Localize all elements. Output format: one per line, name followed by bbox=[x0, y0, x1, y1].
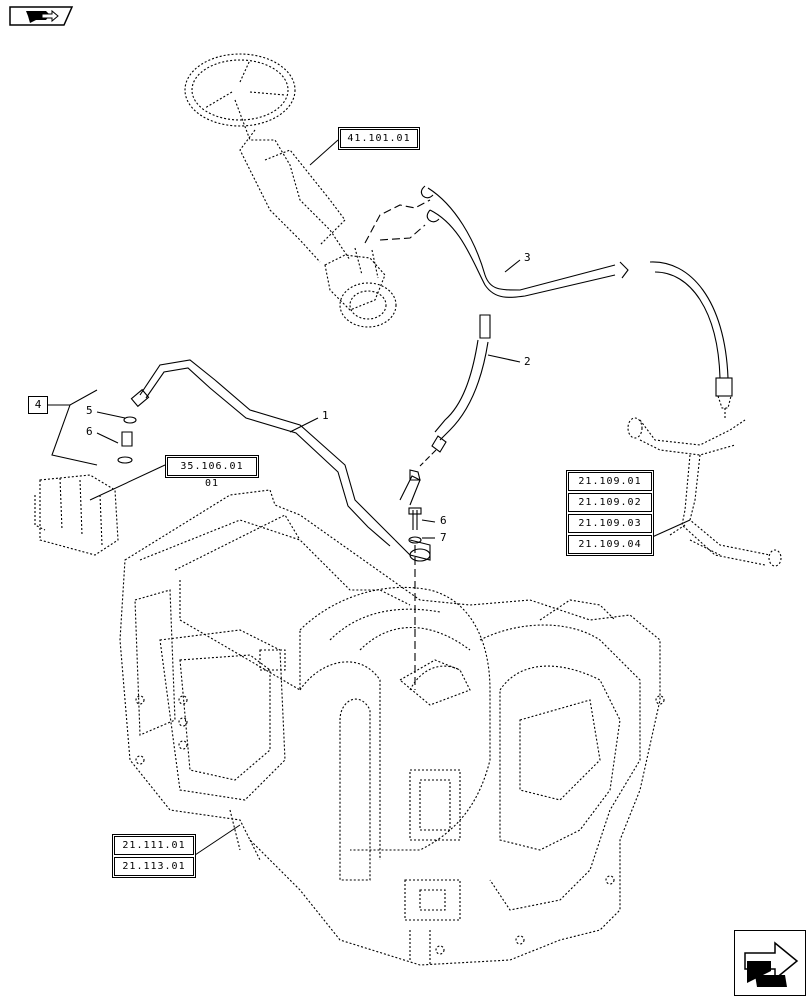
ref-pipe-4: 21.109.04 bbox=[568, 535, 652, 554]
hose-3 bbox=[427, 187, 616, 291]
callout-4: 4 bbox=[28, 396, 48, 414]
steering-column bbox=[184, 53, 397, 328]
callout-7: 7 bbox=[440, 531, 447, 544]
callout-6: 6 bbox=[86, 425, 93, 438]
callout-6b: 6 bbox=[440, 514, 447, 527]
ref-steering[interactable]: 41.101.01 bbox=[338, 127, 420, 150]
callout-1: 1 bbox=[322, 409, 329, 422]
ref-housing-1: 21.111.01 bbox=[114, 836, 194, 855]
callout-2: 2 bbox=[524, 355, 531, 368]
ref-pipes[interactable]: 21.109.01 21.109.02 21.109.03 21.109.04 bbox=[566, 470, 654, 556]
ref-steering-label: 41.101.01 bbox=[340, 129, 418, 148]
transmission-housing bbox=[119, 489, 665, 966]
ref-pipe-1: 21.109.01 bbox=[568, 472, 652, 491]
ref-valve[interactable]: 35.106.01 01 bbox=[165, 455, 259, 489]
ref-pipe-2: 21.109.02 bbox=[568, 493, 652, 512]
next-page-arrow-icon[interactable] bbox=[734, 930, 806, 996]
book-arrow-icon[interactable] bbox=[8, 6, 74, 26]
valve-block bbox=[34, 474, 119, 556]
ref-valve-label: 35.106.01 01 bbox=[167, 457, 257, 489]
callout-5: 5 bbox=[86, 404, 93, 417]
callout-3: 3 bbox=[524, 251, 531, 264]
ref-housing-2: 21.113.01 bbox=[114, 857, 194, 876]
ref-pipe-3: 21.109.03 bbox=[568, 514, 652, 533]
pipe-1 bbox=[139, 359, 396, 541]
hose-2 bbox=[439, 341, 489, 441]
ref-housing[interactable]: 21.111.01 21.113.01 bbox=[112, 834, 196, 878]
